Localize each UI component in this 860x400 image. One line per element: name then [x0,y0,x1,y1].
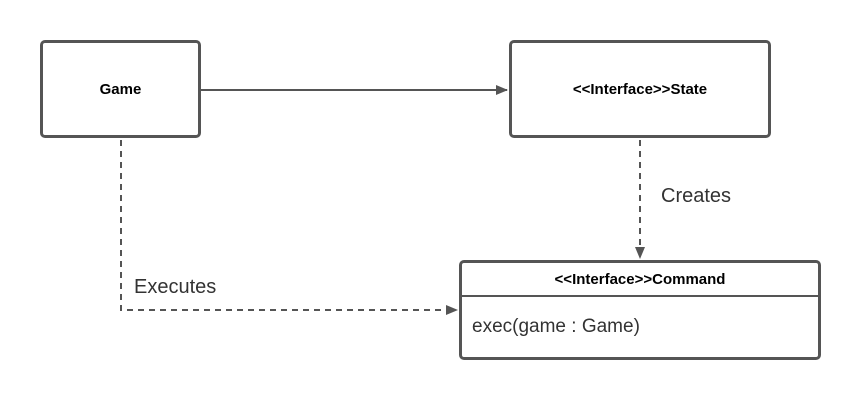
creates-edge-label: Creates [661,185,732,207]
game-class-box[interactable]: Game [40,40,201,138]
command-method-label: exec(game : Game) [472,316,640,337]
command-interface-label: <<Interface>>Command [554,270,726,288]
game-executes-command-arrow [120,140,458,315]
command-interface-header: <<Interface>>Command [462,263,818,297]
state-interface-box[interactable]: <<Interface>>State [509,40,771,138]
command-interface-box[interactable]: <<Interface>>Command exec(game : Game) [459,260,821,360]
command-method-section: exec(game : Game) [462,297,818,357]
executes-edge-label: Executes [134,276,217,298]
state-interface-label: <<Interface>>State [572,80,708,98]
game-class-label: Game [99,80,142,98]
